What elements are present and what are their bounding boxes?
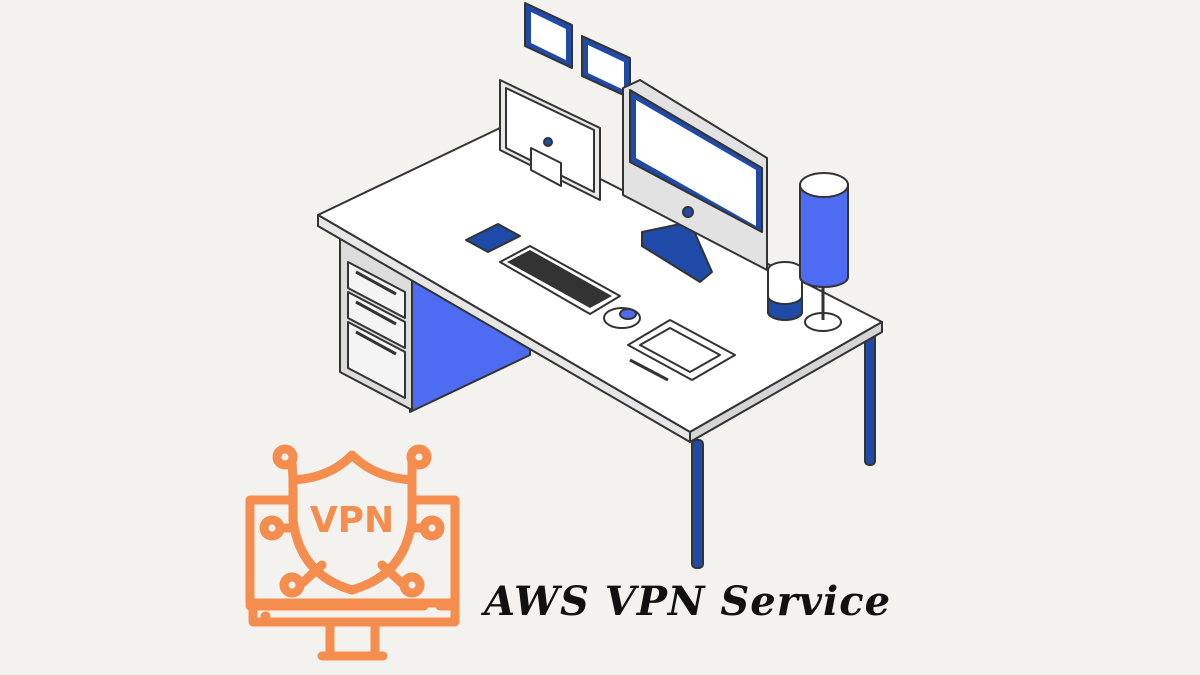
lamp-shade [799, 184, 849, 288]
page-title: AWS VPN Service [484, 578, 892, 625]
notebook [465, 223, 521, 253]
desk-leg [691, 439, 704, 569]
vpn-shield-monitor-icon: VPN [245, 444, 460, 661]
vpn-logo-text: VPN [310, 500, 394, 541]
desk-leg [864, 329, 876, 466]
